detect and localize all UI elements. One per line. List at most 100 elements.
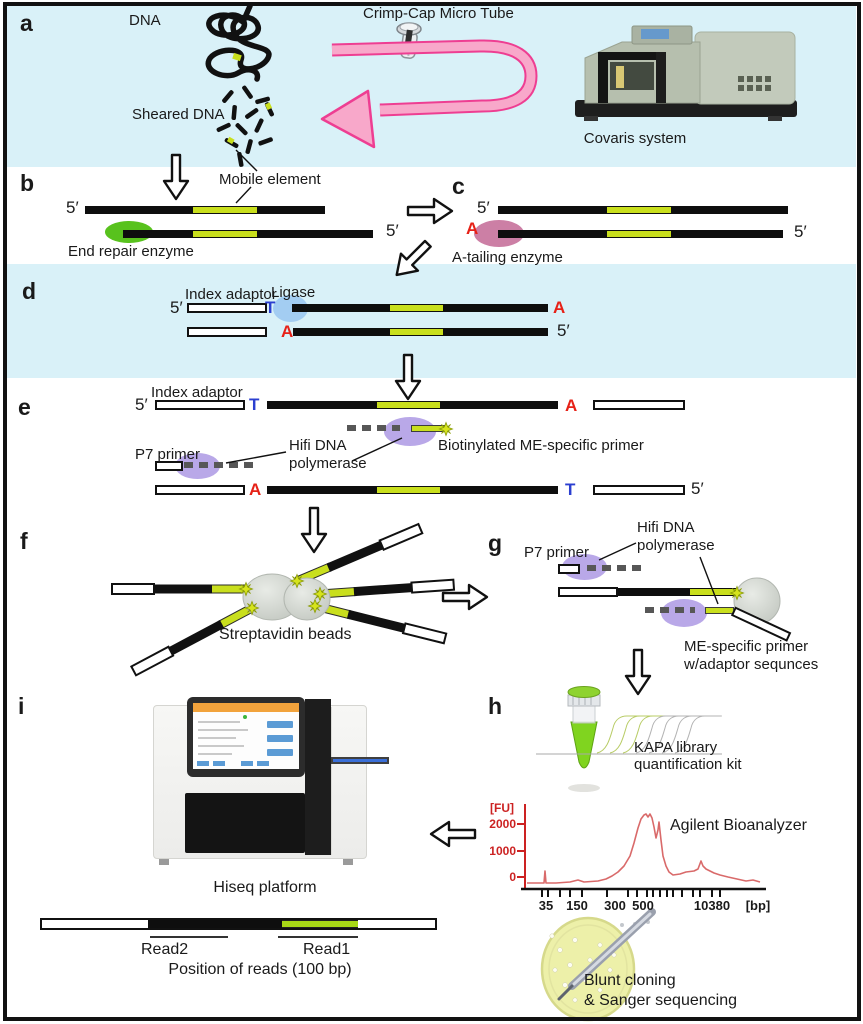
blunt-cloning-label-2: & Sanger sequencing xyxy=(584,992,737,1009)
mobile-element-segment xyxy=(390,305,443,311)
read2-span-line xyxy=(150,936,228,938)
p7-primer-bar xyxy=(155,461,183,471)
biotin-star-g xyxy=(730,586,744,600)
hifi-label-g-2: polymerase xyxy=(637,537,715,554)
five-prime-d-bottom: 5′ xyxy=(557,321,570,340)
a-overhang-d-bottom: A xyxy=(281,322,294,341)
covaris-label: Covaris system xyxy=(583,130,687,147)
streptavidin-beads-art xyxy=(111,523,456,677)
five-prime-c-bottom: 5′ xyxy=(794,222,807,241)
chart-ytick-0: 0 xyxy=(509,870,516,884)
a-overhang-d-top: A xyxy=(553,298,566,317)
kapa-label-2: quantification kit xyxy=(634,756,742,773)
dna-duplex-e-top xyxy=(267,401,558,409)
blunt-cloning-label-1: Blunt cloning xyxy=(584,972,676,989)
ligase-label: Ligase xyxy=(271,284,316,301)
panel-d-letter: d xyxy=(22,278,37,304)
dna-duplex-e-bottom xyxy=(267,486,558,494)
hifi-label-1: Hifi DNA xyxy=(289,437,347,454)
mobile-element-segment xyxy=(390,329,443,335)
panel-h-letter: h xyxy=(488,693,503,719)
chart-ytick-1000: 1000 xyxy=(489,844,516,858)
five-prime-e-bottom: 5′ xyxy=(691,479,704,498)
five-prime-b-top: 5′ xyxy=(66,198,79,217)
t-overhang-d: T xyxy=(265,298,276,317)
five-prime-e-top: 5′ xyxy=(135,395,148,414)
bioanalyzer-chart-art xyxy=(517,804,766,897)
dna-duplex-c-top xyxy=(498,206,788,214)
index-adaptor-bar xyxy=(593,485,685,495)
read-position-bar xyxy=(40,918,437,930)
end-repair-label: End repair enzyme xyxy=(68,243,194,260)
chart-xtick-10380: 10380 xyxy=(693,898,731,913)
panel-i-letter: i xyxy=(18,693,25,719)
hifi-label-2: polymerase xyxy=(289,455,367,472)
panel-f-letter: f xyxy=(20,528,28,554)
dna-duplex-b-bottom xyxy=(123,230,373,238)
chart-xtick-300: 300 xyxy=(604,898,626,913)
hiseq-machine-image xyxy=(145,697,389,869)
mobile-element-label: Mobile element xyxy=(219,171,321,188)
a-overhang-e-bottom: A xyxy=(249,480,262,499)
primer-extension-dashes xyxy=(184,462,258,468)
bioanalyzer-title: Agilent Bioanalyzer xyxy=(670,817,807,834)
primer-extension-dashes xyxy=(587,565,645,571)
panel-c-letter: c xyxy=(452,173,465,199)
five-prime-c-top: 5′ xyxy=(477,198,490,217)
primer-extension-dashes xyxy=(347,425,400,431)
p7-primer-label-g: P7 primer xyxy=(524,544,590,561)
panel-g-letter: g xyxy=(488,530,503,556)
mobile-element-segment xyxy=(282,920,358,928)
t-overhang-e-bottom: T xyxy=(565,480,576,499)
crimp-cap-label: Crimp-Cap Micro Tube xyxy=(363,5,514,22)
covaris-machine-image xyxy=(575,25,797,121)
five-prime-b-bottom: 5′ xyxy=(386,221,399,240)
pointer-lines xyxy=(225,149,719,605)
chart-xtick-150: 150 xyxy=(566,898,588,913)
panel-b-letter: b xyxy=(20,170,35,196)
sheared-dna-art xyxy=(216,85,274,167)
five-prime-d-top: 5′ xyxy=(170,298,183,317)
dna-duplex-d-bottom xyxy=(293,328,548,336)
adaptor-segment xyxy=(558,587,618,597)
chart-xtick-35: 35 xyxy=(538,898,554,913)
a-overhang-e-top: A xyxy=(565,396,578,415)
panel-a-letter: a xyxy=(20,10,33,36)
biotin-star-e xyxy=(439,422,453,436)
t-overhang-e-top: T xyxy=(249,395,260,414)
position-of-reads-label: Position of reads (100 bp) xyxy=(168,961,352,978)
p7-primer-label-e: P7 primer xyxy=(135,446,201,463)
read1-span-line xyxy=(278,936,358,938)
streptavidin-beads-label: Streptavidin beads xyxy=(219,626,352,643)
sheared-dna-label: Sheared DNA xyxy=(132,106,225,123)
mobile-element-segment xyxy=(193,207,257,213)
panel-d-background xyxy=(7,264,856,378)
kapa-tube-icon xyxy=(567,686,601,792)
shearing-loop-arrow xyxy=(320,39,538,149)
index-adaptor-bar xyxy=(187,303,267,313)
read2-label: Read2 xyxy=(141,941,189,958)
index-adaptor-bar xyxy=(155,400,245,410)
biotin-primer-label: Biotinylated ME-specific primer xyxy=(438,437,644,454)
petri-dish-art xyxy=(540,908,656,1022)
primer-extension-dashes xyxy=(645,607,695,613)
hifi-label-g-1: Hifi DNA xyxy=(637,519,695,536)
insert-segment xyxy=(148,920,282,928)
p7-primer-bar xyxy=(558,564,580,574)
read1-label: Read1 xyxy=(303,941,351,958)
dna-duplex-b-top xyxy=(85,206,325,214)
index-adaptor-label-d: Index adaptor xyxy=(185,286,277,303)
me-primer-label-1: ME-specific primer xyxy=(684,638,809,655)
dna-duplex-d-top xyxy=(292,304,548,312)
mobile-element-segment xyxy=(377,402,440,408)
index-adaptor-bar xyxy=(155,485,245,495)
index-adaptor-bar xyxy=(593,400,685,410)
mobile-element-segment xyxy=(607,207,671,213)
a-overhang-c: A xyxy=(466,219,479,238)
index-adaptor-bar xyxy=(187,327,267,337)
dna-label: DNA xyxy=(129,12,161,29)
chart-xtick-500: 500 xyxy=(632,898,654,913)
